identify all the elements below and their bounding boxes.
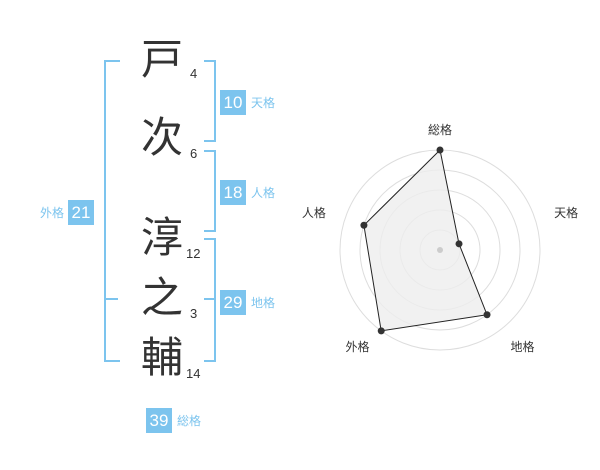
stroke-count-2: 6 [190, 146, 198, 161]
stroke-count-4: 3 [190, 306, 198, 321]
radar-grid-ring-1 [419, 229, 461, 271]
name-char-1: 戸 [140, 35, 183, 84]
tenkaku-badge: 10 天格 [220, 90, 275, 115]
radar-grid-ring-4 [359, 169, 521, 331]
jinkaku-badge: 18 人格 [220, 180, 275, 205]
stroke-count-5: 14 [186, 366, 201, 381]
radar-center-dot [437, 247, 443, 253]
radar-grid-ring-5 [339, 149, 541, 351]
jinkaku-value: 18 [220, 180, 246, 205]
tenkaku-value: 10 [220, 90, 246, 115]
jinkaku-bracket [204, 150, 216, 232]
radar-point-2 [455, 240, 463, 248]
radar-grid-ring-2 [399, 209, 481, 291]
gaikaku-badge: 外格 21 [40, 200, 95, 225]
chikaku-label: 地格 [251, 296, 276, 310]
name-char-4: 之 [140, 273, 183, 322]
tenkaku-label: 天格 [251, 96, 276, 110]
radar-point-5 [360, 221, 368, 229]
stroke-count-1: 4 [190, 66, 198, 81]
gaikaku-bracket-mid [104, 298, 118, 300]
gaikaku-label: 外格 [40, 206, 65, 220]
name-char-2: 次 [140, 113, 183, 162]
name-char-3: 淳 [140, 213, 183, 262]
radar-axis-label-5: 人格 [302, 205, 326, 220]
radar-series-area [363, 148, 488, 332]
radar-axis-label-4: 外格 [345, 339, 369, 354]
chikaku-badge: 29 地格 [220, 290, 275, 315]
chikaku-bracket [204, 238, 216, 362]
stroke-count-3: 12 [186, 246, 201, 261]
radar-point-3 [483, 311, 491, 319]
chikaku-bracket-mid [204, 298, 216, 300]
soukaku-value: 39 [146, 408, 172, 433]
radar-axis-label-3: 地格 [511, 339, 535, 354]
gaikaku-bracket [104, 60, 120, 362]
soukaku-label: 総格 [177, 414, 202, 428]
chikaku-value: 29 [220, 290, 246, 315]
radar-point-1 [436, 146, 444, 154]
radar-axis-label-1: 総格 [428, 122, 452, 137]
name-char-5: 輔 [140, 333, 183, 382]
tenkaku-bracket [204, 60, 216, 142]
radar-axis-label-2: 天格 [554, 205, 578, 220]
radar-point-4 [377, 327, 385, 335]
gaikaku-value: 21 [68, 200, 95, 225]
soukaku-badge: 39 総格 [146, 408, 201, 433]
radar-grid-ring-3 [379, 189, 501, 311]
jinkaku-label: 人格 [251, 186, 276, 200]
